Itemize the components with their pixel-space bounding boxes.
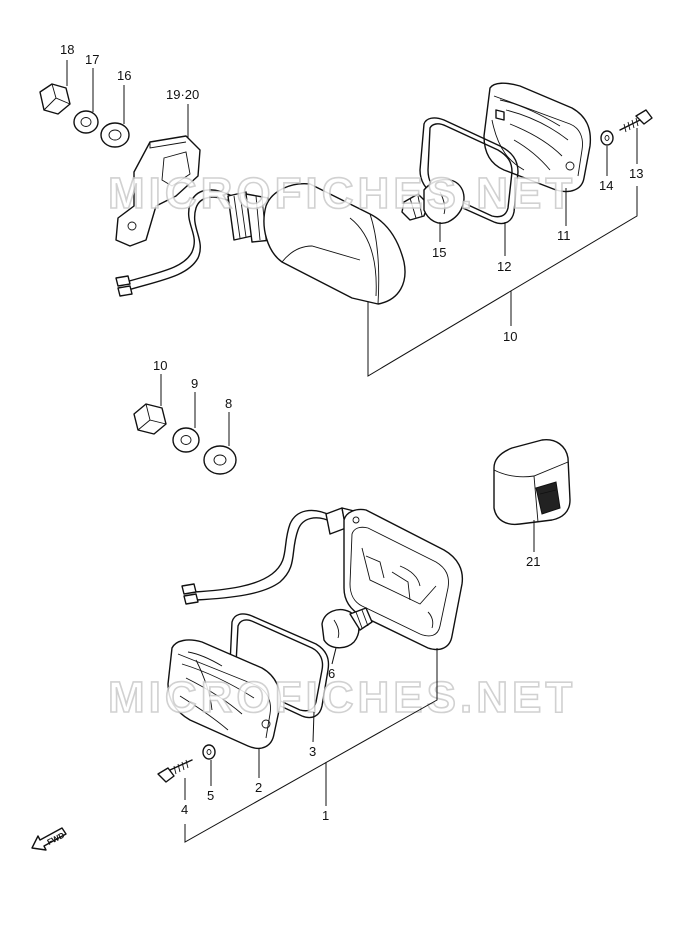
callout-6: 6 <box>328 666 335 681</box>
callout-12: 12 <box>497 259 511 274</box>
lower-wire-harness <box>181 509 333 605</box>
part-14-washer <box>600 130 614 146</box>
part-18-nut <box>39 83 71 115</box>
callout-10-upper: 10 <box>503 329 517 344</box>
callout-14: 14 <box>599 178 613 193</box>
part-21-relay <box>493 439 571 526</box>
callout-2: 2 <box>255 780 262 795</box>
part-9-washer <box>172 427 200 453</box>
fwd-arrow-icon: FWD <box>31 827 67 851</box>
callout-9: 9 <box>191 376 198 391</box>
watermark-upper: MICROFICHES.NET <box>108 169 576 218</box>
part-16-washer <box>100 122 130 148</box>
callout-8: 8 <box>225 396 232 411</box>
part-8-washer <box>203 445 237 475</box>
part-4-screw <box>157 759 193 783</box>
callout-11: 11 <box>557 228 571 243</box>
part-17-washer <box>73 110 99 134</box>
callout-19-20: 19·20 <box>166 87 199 102</box>
watermark-lower: MICROFICHES.NET <box>108 673 576 722</box>
part-15-bulb <box>401 179 465 224</box>
part-10-signal-housing <box>227 183 406 305</box>
callout-16: 16 <box>117 68 131 83</box>
part-10-nut <box>133 403 167 435</box>
callout-3: 3 <box>309 744 316 759</box>
part-5-washer <box>202 744 216 760</box>
part-19-20-bracket <box>115 135 201 247</box>
callout-1: 1 <box>322 808 329 823</box>
part-2-lens <box>167 639 282 750</box>
upper-wire-harness <box>115 189 233 297</box>
part-1-signal-housing <box>343 508 464 651</box>
callout-21: 21 <box>526 554 540 569</box>
callout-13: 13 <box>629 166 643 181</box>
callout-15: 15 <box>432 245 446 260</box>
callout-5: 5 <box>207 788 214 803</box>
callout-10-nut: 10 <box>153 358 167 373</box>
part-6-bulb <box>321 607 373 649</box>
callout-4: 4 <box>181 802 188 817</box>
part-13-screw <box>619 109 653 133</box>
callout-17: 17 <box>85 52 99 67</box>
callout-18: 18 <box>60 42 74 57</box>
leader-lines <box>66 60 638 843</box>
